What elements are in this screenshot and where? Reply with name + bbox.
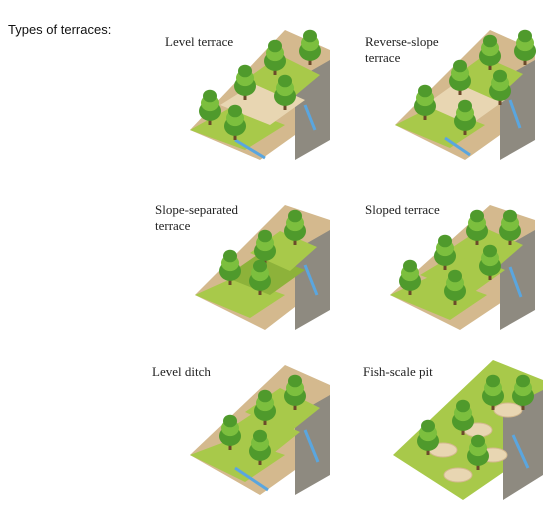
figure-heading: Types of terraces:	[8, 22, 112, 37]
tree-icon	[449, 59, 471, 95]
panel-slope-separated-terrace: Slope-separated terrace	[155, 185, 355, 345]
panel-sloped-terrace: Sloped terrace	[365, 185, 556, 345]
caption-fish-scale-pit: Fish-scale pit	[363, 364, 433, 379]
tree-icon	[284, 209, 306, 245]
tree-icon	[274, 74, 296, 110]
tree-icon	[466, 209, 488, 245]
tree-icon	[512, 374, 534, 410]
tree-icon	[452, 399, 474, 435]
panel-fish-scale-pit: Fish-scale pit	[363, 350, 556, 510]
tree-icon	[199, 89, 221, 125]
fish-scale-pit-illustration	[393, 360, 543, 500]
tree-icon	[417, 419, 439, 455]
reverse-slope-terrace-illustration	[395, 29, 536, 160]
tree-icon	[467, 434, 489, 470]
tree-icon	[399, 259, 421, 295]
tree-icon	[249, 259, 271, 295]
tree-icon	[219, 249, 241, 285]
tree-icon	[254, 229, 276, 265]
tree-icon	[414, 84, 436, 120]
tree-icon	[254, 389, 276, 425]
tree-icon	[434, 234, 456, 270]
caption-level-terrace: Level terrace	[165, 34, 234, 49]
tree-icon	[454, 99, 476, 135]
tree-icon	[514, 29, 536, 65]
panel-level-terrace: Level terrace	[165, 10, 365, 170]
level-terrace-illustration	[190, 29, 330, 160]
tree-icon	[234, 64, 256, 100]
tree-icon	[499, 209, 521, 245]
tree-icon	[479, 244, 501, 280]
caption-slope-separated-terrace: Slope-separated terrace	[155, 202, 239, 233]
tree-icon	[479, 34, 501, 70]
caption-sloped-terrace: Sloped terrace	[365, 202, 440, 217]
tree-icon	[299, 29, 321, 65]
sloped-terrace-illustration	[390, 205, 535, 330]
level-ditch-illustration	[190, 365, 330, 495]
caption-level-ditch: Level ditch	[152, 364, 211, 379]
slope-separated-terrace-illustration	[195, 205, 330, 330]
tree-icon	[219, 414, 241, 450]
tree-icon	[264, 39, 286, 75]
tree-icon	[489, 69, 511, 105]
caption-reverse-slope-terrace: Reverse-slope terrace	[365, 34, 439, 65]
panel-reverse-slope-terrace: Reverse-slope terrace	[365, 10, 556, 170]
tree-icon	[284, 374, 306, 410]
tree-icon	[249, 429, 271, 465]
tree-icon	[482, 374, 504, 410]
panel-level-ditch: Level ditch	[150, 350, 350, 510]
tree-icon	[224, 104, 246, 140]
tree-icon	[444, 269, 466, 305]
